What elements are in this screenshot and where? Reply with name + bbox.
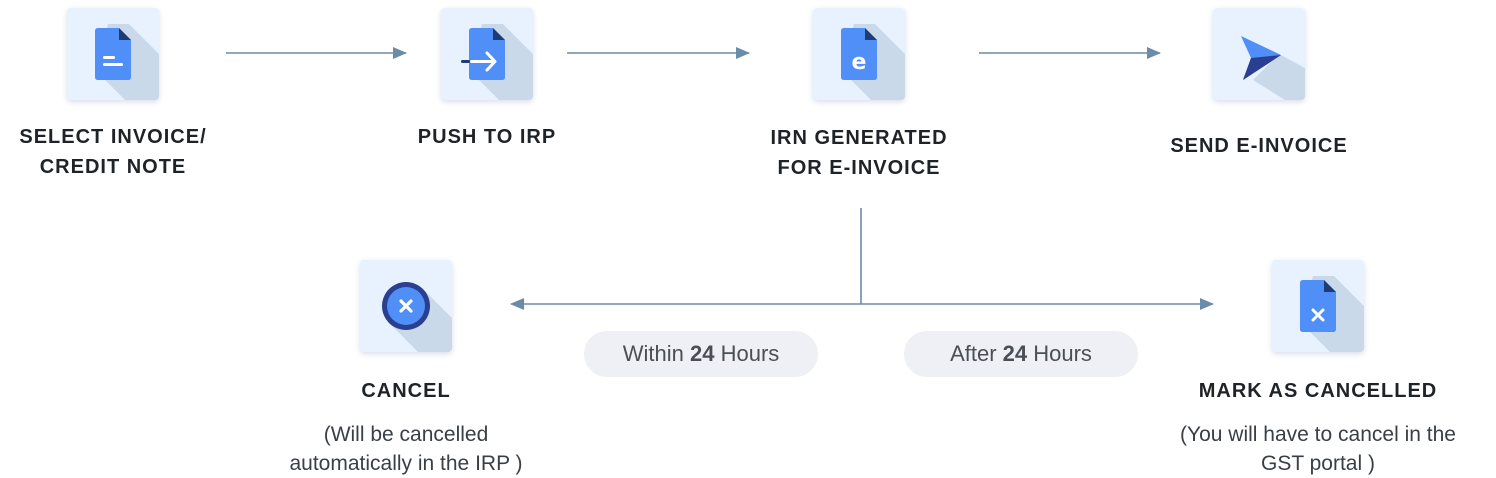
- step-title: SELECT INVOICE/ CREDIT NOTE: [19, 126, 207, 178]
- condition-after-24-hours: After 24 Hours: [904, 331, 1138, 377]
- step-title: SEND E-INVOICE: [1170, 135, 1348, 157]
- document-arrow-icon: [441, 8, 533, 100]
- send-icon: [1213, 8, 1305, 100]
- condition-within-24-hours: Within 24 Hours: [584, 331, 818, 377]
- document-icon: [67, 8, 159, 100]
- step-title: PUSH TO IRP: [417, 126, 557, 148]
- branch-title: CANCEL: [361, 380, 451, 402]
- branch-note: (You will have to cancel in the GST port…: [1180, 423, 1456, 475]
- document-x-icon: [1272, 260, 1364, 352]
- branch-note: (Will be cancelled automatically in the …: [289, 423, 523, 475]
- step-title: IRN GENERATED FOR E-INVOICE: [770, 127, 948, 179]
- branch-title: MARK AS CANCELLED: [1198, 380, 1438, 402]
- cancel-circle-icon: [360, 260, 452, 352]
- e-document-icon: e: [813, 8, 905, 100]
- svg-text:e: e: [852, 50, 867, 75]
